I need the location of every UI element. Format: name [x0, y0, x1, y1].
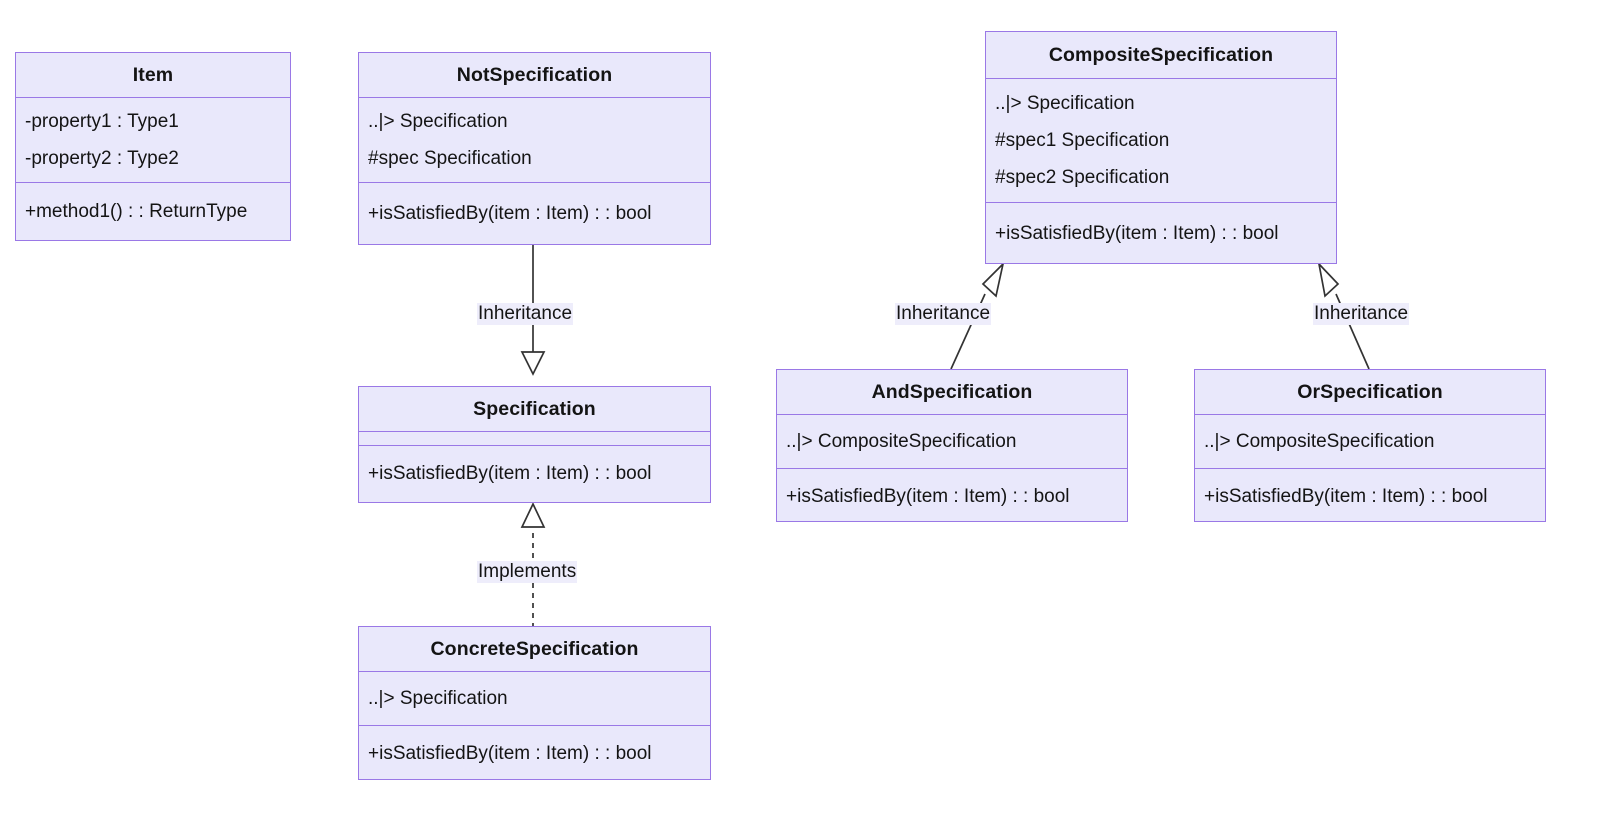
class-attributes-item: -property1 : Type1 -property2 : Type2	[16, 97, 290, 182]
operation-row: +isSatisfiedBy(item : Item) : : bool	[368, 203, 652, 224]
class-box-concrete-specification[interactable]: ConcreteSpecification ..|> Specification…	[358, 626, 711, 780]
attribute-row: ..|> Specification	[368, 111, 508, 132]
attribute-row: ..|> Specification	[995, 93, 1135, 114]
class-box-or-specification[interactable]: OrSpecification ..|> CompositeSpecificat…	[1194, 369, 1546, 522]
operation-row: +isSatisfiedBy(item : Item) : : bool	[368, 743, 652, 764]
class-title-specification: Specification	[473, 397, 596, 420]
class-box-not-specification[interactable]: NotSpecification ..|> Specification #spe…	[358, 52, 711, 245]
edge-label-inheritance-or: Inheritance	[1313, 303, 1410, 325]
class-box-composite-specification[interactable]: CompositeSpecification ..|> Specificatio…	[985, 31, 1337, 264]
class-attributes-and-specification: ..|> CompositeSpecification	[777, 414, 1127, 468]
class-title-composite-specification: CompositeSpecification	[1048, 43, 1274, 66]
class-title-and-specification: AndSpecification	[871, 380, 1033, 403]
attribute-row: ..|> CompositeSpecification	[786, 431, 1017, 452]
class-box-item[interactable]: Item -property1 : Type1 -property2 : Typ…	[15, 52, 291, 241]
class-title-not-specification: NotSpecification	[456, 63, 613, 86]
operation-row: +method1() : : ReturnType	[25, 201, 248, 222]
class-attributes-specification	[359, 431, 710, 445]
edge-label-implements-concrete: Implements	[477, 561, 578, 583]
class-operations-not-specification: +isSatisfiedBy(item : Item) : : bool	[359, 182, 710, 244]
edge-label-inheritance-and: Inheritance	[895, 303, 992, 325]
class-attributes-not-specification: ..|> Specification #spec Specification	[359, 97, 710, 182]
class-attributes-concrete-specification: ..|> Specification	[359, 671, 710, 725]
attribute-row: #spec1 Specification	[995, 130, 1170, 151]
operation-row: +isSatisfiedBy(item : Item) : : bool	[995, 222, 1279, 244]
class-operations-and-specification: +isSatisfiedBy(item : Item) : : bool	[777, 468, 1127, 523]
class-attributes-or-specification: ..|> CompositeSpecification	[1195, 414, 1545, 468]
class-operations-or-specification: +isSatisfiedBy(item : Item) : : bool	[1195, 468, 1545, 523]
attribute-row: ..|> Specification	[368, 688, 508, 709]
attribute-row: #spec Specification	[368, 148, 532, 169]
operation-row: +isSatisfiedBy(item : Item) : : bool	[368, 463, 652, 484]
class-box-specification[interactable]: Specification +isSatisfiedBy(item : Item…	[358, 386, 711, 503]
attribute-row: ..|> CompositeSpecification	[1204, 431, 1435, 452]
class-operations-item: +method1() : : ReturnType	[16, 182, 290, 240]
class-operations-composite-specification: +isSatisfiedBy(item : Item) : : bool	[986, 202, 1336, 263]
class-title-concrete-specification: ConcreteSpecification	[430, 637, 639, 660]
edge-label-inheritance-not: Inheritance	[477, 303, 574, 325]
attribute-row: -property2 : Type2	[25, 148, 179, 169]
class-box-and-specification[interactable]: AndSpecification ..|> CompositeSpecifica…	[776, 369, 1128, 522]
operation-row: +isSatisfiedBy(item : Item) : : bool	[1204, 485, 1488, 507]
attribute-row: #spec2 Specification	[995, 167, 1170, 188]
class-attributes-composite-specification: ..|> Specification #spec1 Specification …	[986, 78, 1336, 202]
attribute-row: -property1 : Type1	[25, 111, 179, 132]
operation-row: +isSatisfiedBy(item : Item) : : bool	[786, 485, 1070, 507]
class-operations-concrete-specification: +isSatisfiedBy(item : Item) : : bool	[359, 725, 710, 781]
class-title-item: Item	[132, 63, 174, 86]
class-title-or-specification: OrSpecification	[1297, 380, 1443, 403]
class-operations-specification: +isSatisfiedBy(item : Item) : : bool	[359, 445, 710, 501]
